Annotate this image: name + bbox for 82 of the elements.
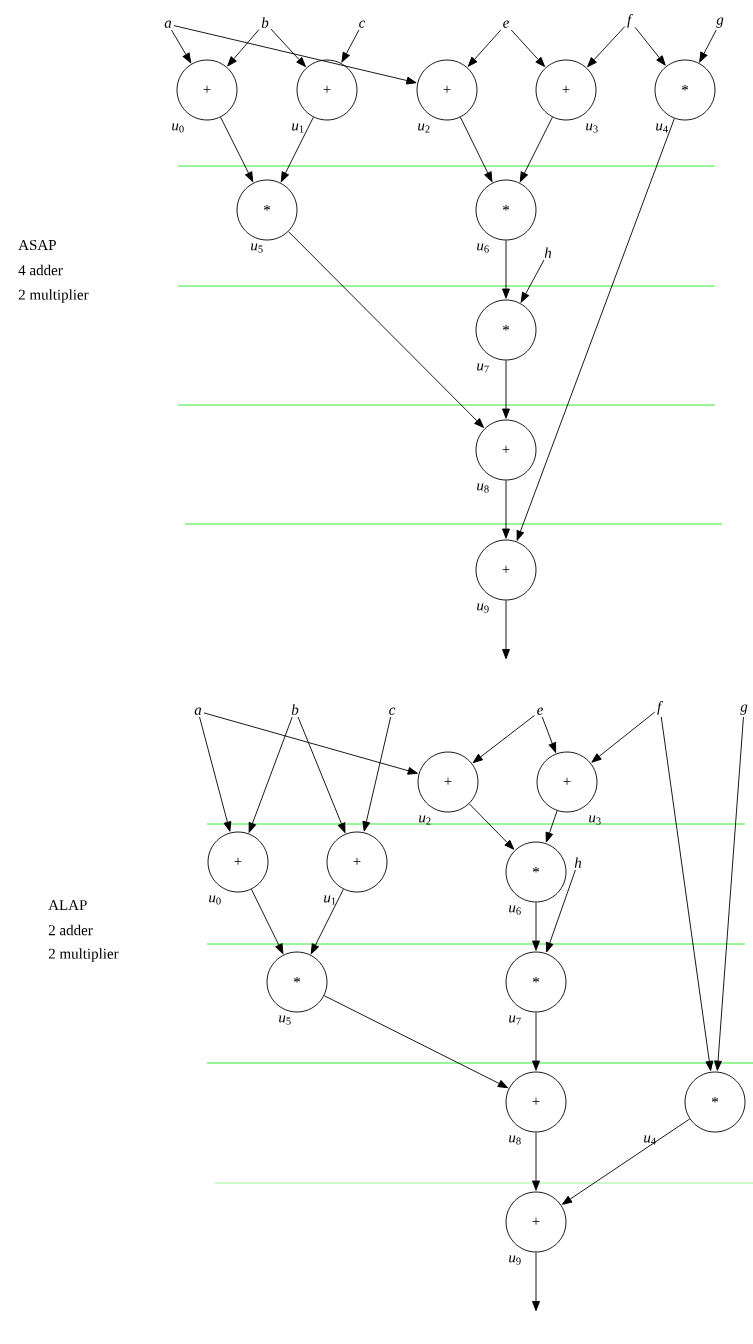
input-label: c	[359, 20, 366, 28]
arrow	[270, 28, 306, 68]
arrow	[171, 29, 192, 64]
arrow	[288, 231, 485, 428]
side-note: 2 multiplier	[48, 948, 119, 962]
node-label: u$_{2}$	[419, 815, 431, 825]
arrow	[173, 25, 417, 85]
node-label: u$_{9}$	[509, 1255, 521, 1265]
arrow	[502, 480, 510, 539]
input-label: b	[261, 17, 269, 28]
side-note: 2 multiplier	[18, 289, 89, 303]
node-label: u$_{7}$	[477, 363, 489, 373]
arrow	[532, 902, 540, 951]
node-label: u$_{0}$	[209, 895, 221, 905]
arrow	[199, 716, 232, 832]
arrow	[660, 716, 714, 1071]
side-note: 2 adder	[48, 924, 93, 936]
arrow	[545, 810, 558, 843]
arrow	[532, 1012, 540, 1071]
arrow	[203, 712, 418, 775]
input-label: f	[657, 701, 663, 715]
arrow	[248, 716, 293, 833]
arrow	[251, 888, 284, 954]
node-label: u$_{7}$	[509, 1015, 521, 1025]
arrow	[467, 29, 502, 67]
input-label: h	[544, 247, 552, 258]
arrow	[472, 715, 535, 764]
input-label: h	[574, 857, 582, 868]
arrow	[634, 26, 666, 66]
arrow	[468, 803, 515, 850]
side-note: ALAP	[48, 900, 87, 910]
arrow	[280, 116, 314, 183]
arrow	[587, 26, 626, 68]
arrow	[510, 29, 546, 67]
arrow	[227, 29, 260, 67]
arrow	[520, 259, 545, 303]
arrow	[532, 1252, 540, 1312]
input-label: b	[291, 704, 299, 715]
arrow	[545, 869, 576, 953]
arrow	[699, 29, 717, 63]
node-label: u$_{4}$	[656, 123, 668, 133]
node-label: u$_{3}$	[586, 123, 598, 133]
input-label: g	[740, 704, 748, 715]
input-label: a	[164, 20, 172, 28]
arrow	[516, 118, 675, 541]
side-note: ASAP	[18, 239, 56, 251]
arrow	[297, 716, 346, 834]
arrow	[341, 29, 360, 63]
arrow	[502, 240, 510, 299]
arrow	[561, 1118, 691, 1205]
side-note: 4 adder	[18, 264, 63, 276]
input-label: f	[627, 14, 633, 28]
arrow	[541, 716, 557, 753]
node-label: u$_{2}$	[418, 123, 430, 133]
node-label: u$_{6}$	[509, 905, 521, 915]
arrow	[220, 116, 254, 183]
node-label: u$_{6}$	[477, 243, 489, 253]
node-label: u$_{1}$	[324, 895, 336, 905]
arrow	[460, 116, 493, 182]
input-label: c	[389, 707, 396, 715]
node-label: u$_{8}$	[477, 483, 489, 493]
arrow	[502, 360, 510, 419]
node-label: u$_{4}$	[644, 1135, 656, 1145]
input-label: g	[716, 17, 724, 28]
input-label: e	[503, 20, 509, 28]
arrow	[591, 711, 656, 763]
node-label: u$_{1}$	[292, 123, 304, 133]
arrow	[714, 716, 744, 1071]
node-label: u$_{5}$	[279, 1015, 291, 1025]
node-label: u$_{0}$	[172, 123, 184, 133]
arrow	[362, 716, 392, 832]
arrow	[323, 995, 509, 1089]
node-label: u$_{9}$	[477, 603, 489, 613]
node-label: u$_{8}$	[509, 1135, 521, 1145]
input-label: a	[194, 707, 202, 715]
arrow	[519, 116, 553, 183]
arrow	[310, 888, 344, 955]
arrow	[502, 600, 510, 660]
node-label: u$_{5}$	[251, 243, 263, 253]
arrow	[532, 1132, 540, 1191]
node-label: u$_{3}$	[589, 815, 601, 825]
input-label: e	[537, 707, 543, 715]
